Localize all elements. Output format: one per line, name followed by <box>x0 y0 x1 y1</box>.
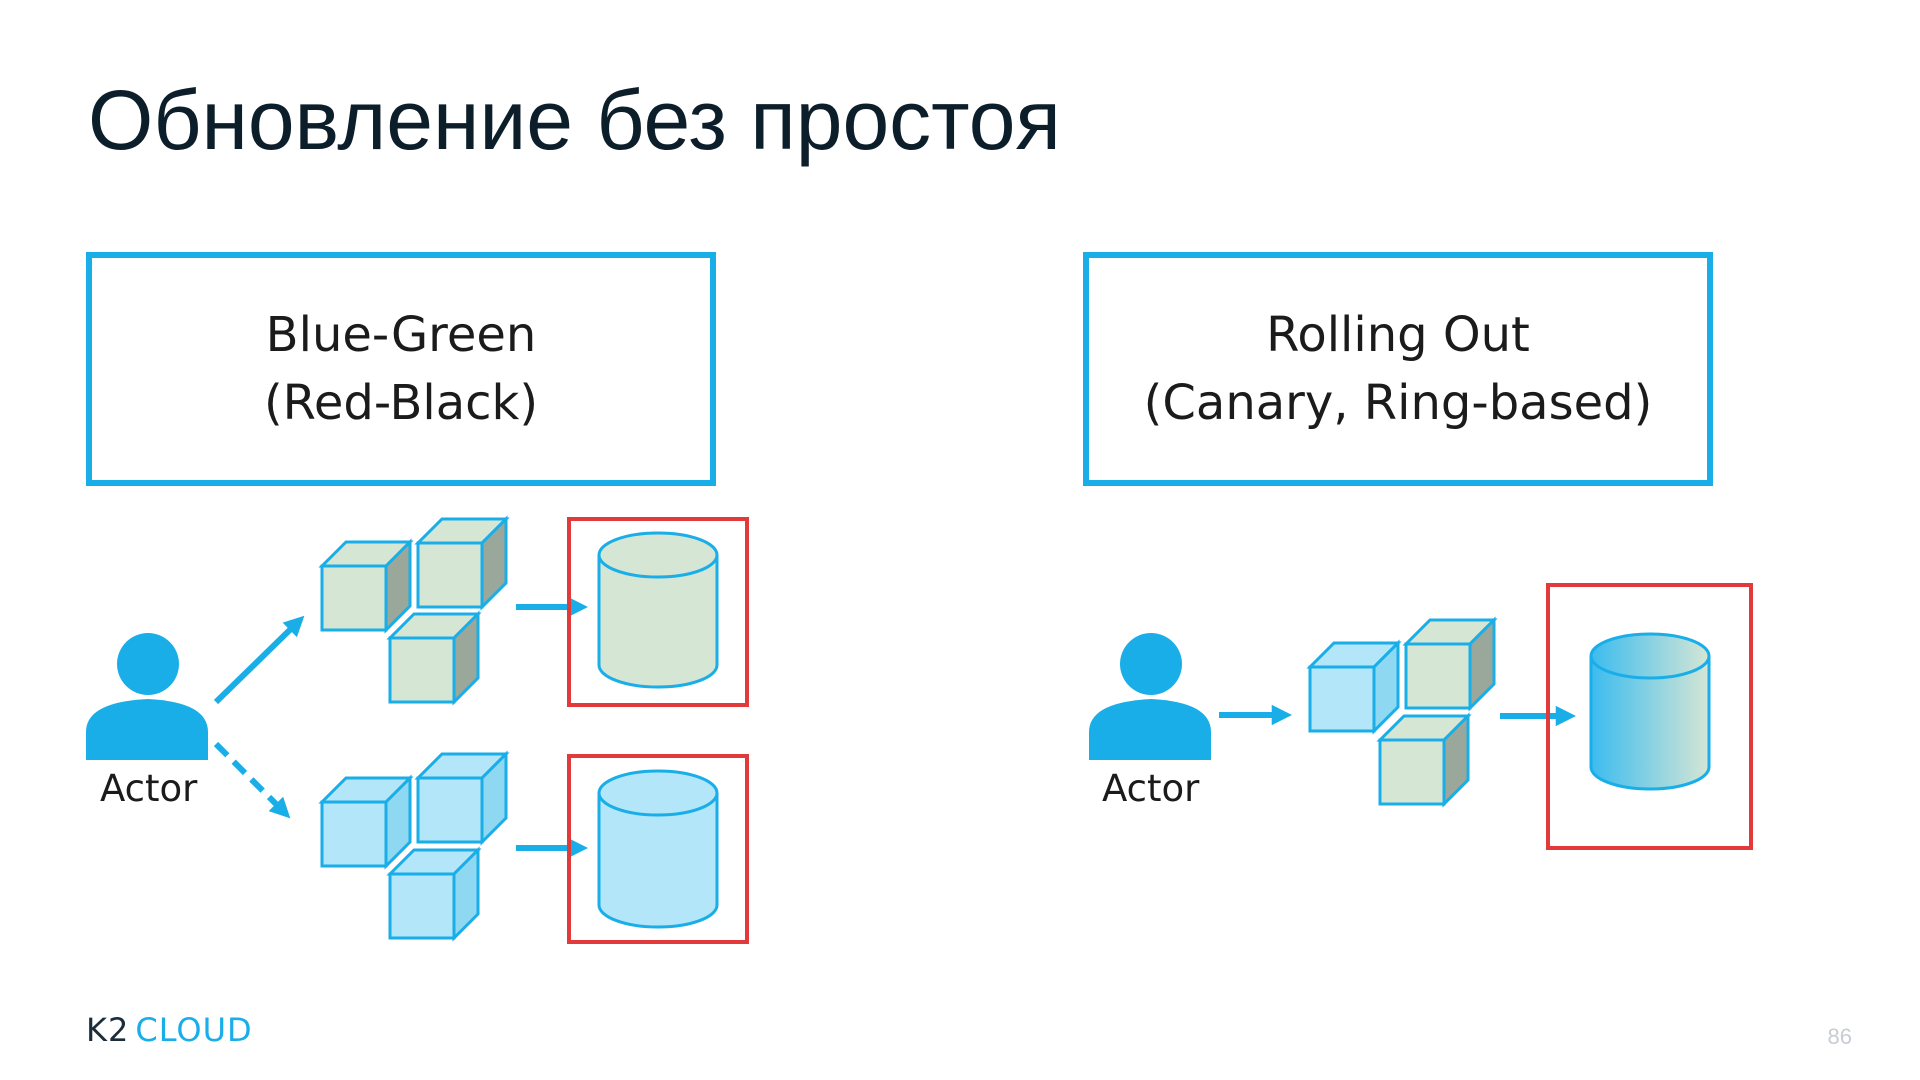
logo-cloud: CLOUD <box>135 1011 253 1049</box>
logo-k2: K2 <box>86 1011 130 1049</box>
cube-icon <box>318 774 414 870</box>
dashed-arrow-icon <box>213 741 291 819</box>
highlight-box <box>567 517 749 707</box>
rolling-out-box: Rolling Out (Canary, Ring-based) <box>1083 252 1713 486</box>
actor-label: Actor <box>1102 767 1200 810</box>
cube-icon <box>414 750 510 846</box>
cube-icon <box>414 515 510 611</box>
person-icon <box>1089 633 1211 760</box>
slide-title: Обновление без простоя <box>88 73 1061 167</box>
cube-icon <box>1402 616 1498 712</box>
highlight-box <box>1546 583 1753 850</box>
green-server-cluster <box>318 515 510 706</box>
mixed-server-cluster <box>1306 616 1498 808</box>
page-number: 86 <box>1827 1024 1852 1049</box>
highlight-box <box>567 754 749 944</box>
cylinder-database-icon <box>597 531 719 689</box>
cube-icon <box>386 846 482 942</box>
cube-icon <box>386 610 482 706</box>
cube-icon <box>318 538 414 634</box>
rolling-out-title: Rolling Out <box>1266 307 1530 363</box>
cylinder-database-icon <box>597 769 719 929</box>
arrow-icon <box>213 615 305 705</box>
cube-icon <box>1376 712 1472 808</box>
blue-green-box: Blue-Green (Red-Black) <box>86 252 716 486</box>
blue-green-title: Blue-Green <box>265 307 537 363</box>
actor-label: Actor <box>100 767 198 810</box>
blue-green-subtitle: (Red-Black) <box>263 375 539 431</box>
rolling-out-subtitle: (Canary, Ring-based) <box>1143 375 1653 431</box>
cylinder-database-icon <box>1589 632 1711 791</box>
person-icon <box>86 633 208 760</box>
cube-icon <box>1306 639 1402 735</box>
blue-server-cluster <box>318 750 510 942</box>
